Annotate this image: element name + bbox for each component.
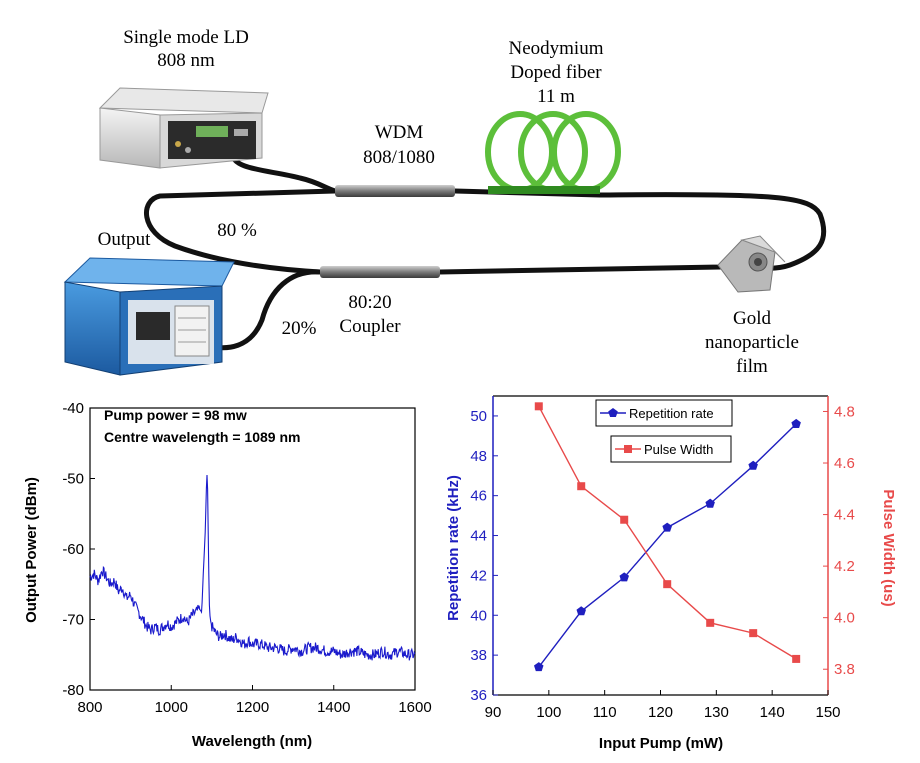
coupler-label-line2: Coupler [339,316,401,337]
gold-label-line1: Gold [733,308,772,329]
rep-rate-y-tick-label: 38 [470,647,487,664]
rep-rate-y-tick-label: 40 [470,607,487,624]
rep-rate-y-axis-label: Repetition rate (kHz) [445,475,462,621]
pulse-width-point [577,482,586,491]
output-branch [194,269,321,351]
wdm-label-line2: 808/1080 [363,147,435,168]
fiber-label-line1: Neodymium [509,38,604,59]
spectrum-y-axis-label: Output Power (dBm) [23,477,40,623]
rep-rate-point [534,662,544,672]
rep-rate-y-tick-label: 36 [470,687,487,704]
spectrum-x-axis-label: Wavelength (nm) [192,733,312,750]
pulse-width-y-tick-label: 4.0 [834,610,855,627]
spectrum-x-tick-label: 800 [77,699,102,716]
gold-film-connector [717,235,786,293]
pulse-width-legend-marker [624,445,632,453]
rep-rate-legend-label: Repetition rate [629,406,714,421]
pulse-width-y-tick-label: 3.8 [834,661,855,678]
spectrum-y-tick-label: -50 [62,471,84,488]
spectrum-y-tick-label: -70 [62,612,84,629]
pulse-width-point [792,654,801,663]
rep-rate-y-tick-label: 44 [470,528,487,545]
rep-rate-point [705,498,715,508]
pump-x-tick-label: 150 [815,704,840,721]
laser-diode-box [98,87,269,169]
pulse-width-point [706,618,715,627]
pump-x-axis-label: Input Pump (mW) [599,735,723,752]
wdm-tube [335,185,455,197]
ld-pigtail [229,152,336,194]
percent-20-label: 20% [282,318,317,339]
pulse-width-legend-label: Pulse Width [644,442,713,457]
output-label: Output [98,229,152,250]
pulse-width-y-tick-label: 4.8 [834,403,855,420]
pump-x-tick-label: 100 [536,704,561,721]
spectrum-plot-frame [89,407,416,691]
pulse-width-point [663,580,672,589]
spectrum-x-tick-label: 1400 [317,699,350,716]
rep-rate-point [791,418,801,428]
spectrum-y-tick-label: -60 [62,541,84,558]
pump-x-tick-label: 130 [704,704,729,721]
pulse-width-point [534,402,543,411]
rep-rate-legend-marker [608,408,618,417]
spectrum-x-tick-label: 1200 [236,699,269,716]
gold-label-line2: nanoparticle [705,332,799,353]
gold-label-line3: film [736,356,768,377]
pulse-width-y-tick-label: 4.4 [834,507,855,524]
rep-rate-point [748,460,758,470]
pulse-width-y-tick-label: 4.6 [834,455,855,472]
wdm-label-line1: WDM [375,122,424,143]
ld-label-line2: 808 nm [157,50,215,71]
rep-rate-point [662,522,672,532]
rep-rate-y-tick-label: 50 [470,408,487,425]
spectrum-x-tick-label: 1000 [155,699,188,716]
pulse-width-point [749,629,758,638]
doped-fiber-coil [485,111,621,194]
pump-x-tick-label: 90 [485,704,502,721]
coupler-label-line1: 80:20 [348,292,391,313]
rep-rate-point [619,572,629,582]
pump-x-tick-label: 120 [648,704,673,721]
rep-rate-pulse-width-chart: Input Pump (mW) Repetition rate (kHz) Pu… [445,395,897,752]
spectrum-analyzer-box [63,257,235,376]
pulse-width-y-axis-label: Pulse Width (us) [880,489,897,606]
spectrum-chart: Pump power = 98 mw Centre wavelength = 1… [23,400,432,750]
setup-diagram: Single mode LD 808 nm Neodymium Doped fi… [63,27,827,377]
spectrum-x-tick-label: 1600 [398,699,431,716]
coupler-tube [320,266,440,278]
rep-rate-point [576,606,586,616]
percent-80-label: 80 % [217,220,257,241]
ld-label-line1: Single mode LD [123,27,249,48]
rep-rate-y-tick-label: 42 [470,567,487,584]
spectrum-y-tick-label: -40 [62,400,84,417]
spectrum-annotation-2: Centre wavelength = 1089 nm [104,429,300,445]
rep-rate-y-tick-label: 46 [470,488,487,505]
fiber-label-line3: 11 m [537,86,575,107]
spectrum-y-tick-label: -80 [62,682,84,699]
spectrum-annotation-1: Pump power = 98 mw [104,407,247,423]
spectrum-line [89,474,416,661]
rep-rate-y-tick-label: 48 [470,448,487,465]
pump-x-tick-label: 110 [593,704,617,721]
pulse-width-point [620,515,629,524]
pulse-width-y-tick-label: 4.2 [834,558,855,575]
pump-x-tick-label: 140 [760,704,785,721]
fiber-label-line2: Doped fiber [510,62,602,83]
